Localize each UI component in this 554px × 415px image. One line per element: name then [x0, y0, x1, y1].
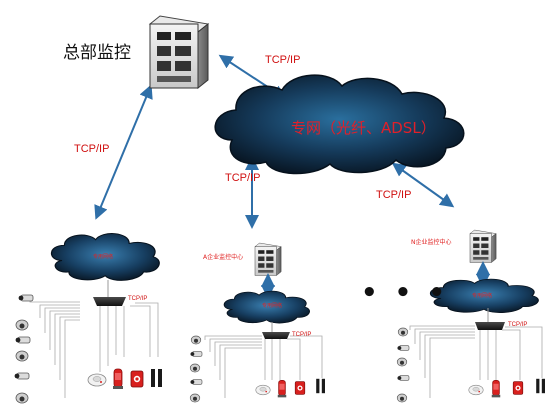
dome-camera-icon [15, 350, 29, 362]
tcp-label-cloud-siteN: TCP/IP [376, 189, 412, 201]
wiring [409, 325, 543, 398]
dome-camera-icon [15, 319, 29, 331]
link-cloud-to-siteN [391, 162, 455, 208]
server-icon [149, 15, 209, 89]
siteA-cloud-label: 专用网络 [262, 303, 283, 309]
alarm-siren-icon [112, 368, 124, 390]
dome-camera-icon [397, 327, 409, 337]
camera-icon [190, 351, 203, 357]
ellipsis: • • • [361, 278, 449, 308]
siteN-center-label: N企业监控中心 [411, 239, 452, 246]
door-sensor-icon [536, 378, 545, 394]
network-cloud-icon [214, 74, 465, 175]
smoke-detector-icon [87, 373, 107, 387]
camera-icon [397, 345, 410, 351]
siteA-center-label: A企业监控中心 [203, 254, 244, 261]
fire-alarm-icon [294, 381, 306, 395]
site1-cloud-label: 专用网络 [93, 254, 114, 260]
siteN-switch-label: TCP/IP [508, 322, 528, 328]
smoke-detector-icon [468, 384, 484, 396]
hq-title: 总部监控 [63, 43, 131, 63]
network-switch-icon [262, 332, 290, 339]
dome-camera-icon [190, 335, 202, 345]
dome-camera-icon [396, 357, 408, 367]
network-switch-icon [475, 322, 505, 330]
camera-icon [14, 372, 30, 380]
server-icon [469, 229, 497, 263]
network-switch-icon [93, 297, 126, 306]
siteN-cloud-label: 专用网络 [472, 293, 493, 299]
door-sensor-icon [151, 369, 162, 387]
camera-icon [15, 336, 31, 344]
dome-camera-icon [189, 393, 201, 403]
link-hq-to-site1 [94, 84, 153, 220]
dome-camera-icon [189, 363, 201, 373]
camera-icon [18, 294, 34, 302]
site-n [396, 229, 545, 403]
site-a [189, 242, 325, 403]
server-icon [254, 242, 282, 276]
dome-camera-icon [15, 392, 29, 404]
alarm-siren-icon [491, 379, 501, 398]
tcp-label-cloud-siteA: TCP/IP [225, 172, 261, 184]
site-1 [14, 232, 162, 404]
smoke-detector-icon [255, 384, 271, 396]
dome-camera-icon [396, 393, 408, 403]
tcp-label-hq-cloud: TCP/IP [265, 54, 301, 66]
fire-alarm-icon [130, 370, 144, 388]
wiring [204, 335, 323, 398]
camera-icon [397, 375, 410, 381]
camera-icon [190, 379, 203, 385]
fire-alarm-icon [512, 381, 524, 395]
door-sensor-icon [316, 378, 325, 394]
site1-switch-label: TCP/IP [128, 296, 148, 302]
alarm-siren-icon [277, 379, 287, 398]
tcp-label-hq-site1: TCP/IP [74, 143, 110, 155]
main-cloud-label: 专网（光纤、ADSL） [291, 119, 436, 137]
siteA-switch-label: TCP/IP [292, 332, 312, 338]
